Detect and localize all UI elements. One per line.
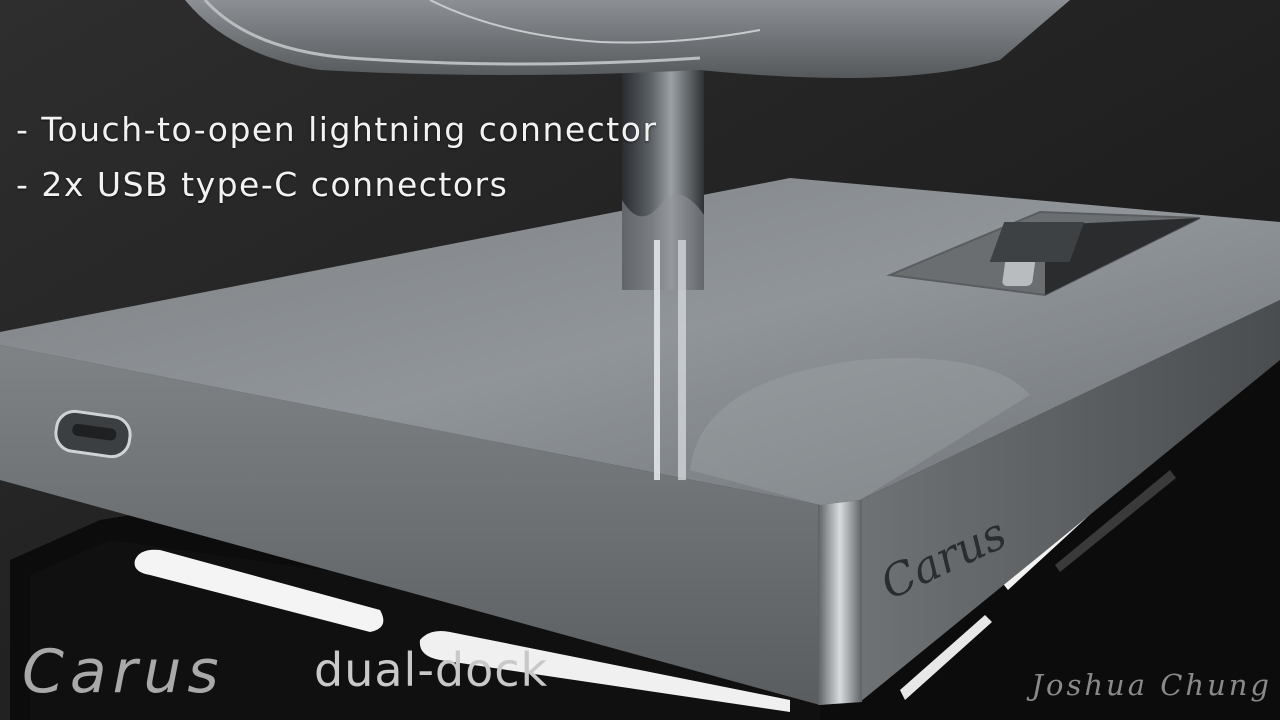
- feature-lightning: - Touch-to-open lightning connector: [16, 110, 658, 149]
- author-signature: Joshua Chung: [1031, 668, 1272, 702]
- product-name: dual-dock: [314, 643, 549, 697]
- brand-logo: Carus: [22, 637, 225, 707]
- feature-usb-c: - 2x USB type-C connectors: [16, 165, 509, 204]
